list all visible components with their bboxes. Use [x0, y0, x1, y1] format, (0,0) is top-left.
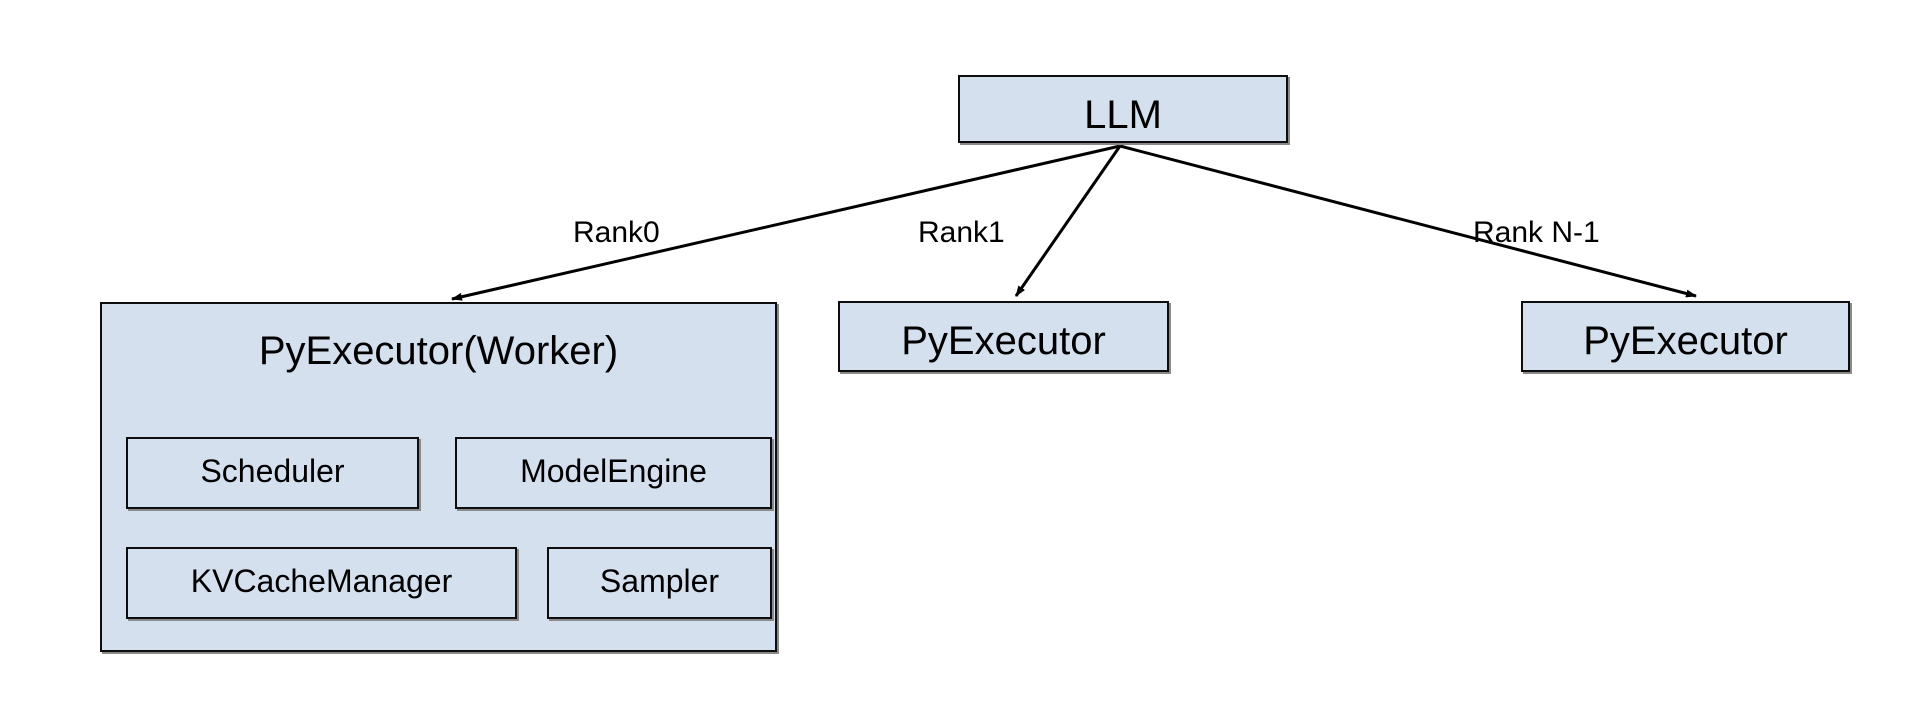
node-pyexecutor-worker-label: PyExecutor(Worker)	[258, 329, 619, 373]
edge-label-rank1: Rank1	[918, 216, 1005, 249]
node-pyexecutor-worker[interactable]: PyExecutor(Worker) Scheduler ModelEngine…	[100, 302, 777, 652]
node-pyexecutor-rankn-label: PyExecutor	[1583, 319, 1788, 363]
node-pyexecutor-rankn[interactable]: PyExecutor	[1521, 301, 1850, 372]
edge-llm-to-worker	[451, 144, 1121, 301]
edge-llm-to-executor-1	[1014, 145, 1122, 297]
node-scheduler-label: Scheduler	[200, 453, 345, 489]
node-sampler[interactable]: Sampler	[547, 547, 772, 619]
edge-label-rank0: Rank0	[573, 216, 660, 249]
node-pyexecutor-rank1[interactable]: PyExecutor	[838, 301, 1169, 372]
node-scheduler[interactable]: Scheduler	[126, 437, 419, 509]
node-modelengine-label: ModelEngine	[520, 453, 707, 489]
node-llm-label: LLM	[1084, 93, 1162, 137]
node-kvcachemanager[interactable]: KVCacheManager	[126, 547, 517, 619]
node-sampler-label: Sampler	[599, 563, 720, 599]
node-pyexecutor-rank1-label: PyExecutor	[901, 319, 1106, 363]
node-modelengine[interactable]: ModelEngine	[455, 437, 772, 509]
edge-label-rank-n-1: Rank N-1	[1473, 216, 1600, 249]
node-kvcachemanager-label: KVCacheManager	[190, 563, 453, 599]
node-llm[interactable]: LLM	[958, 75, 1288, 143]
edge-llm-to-executor-n	[1119, 144, 1697, 298]
